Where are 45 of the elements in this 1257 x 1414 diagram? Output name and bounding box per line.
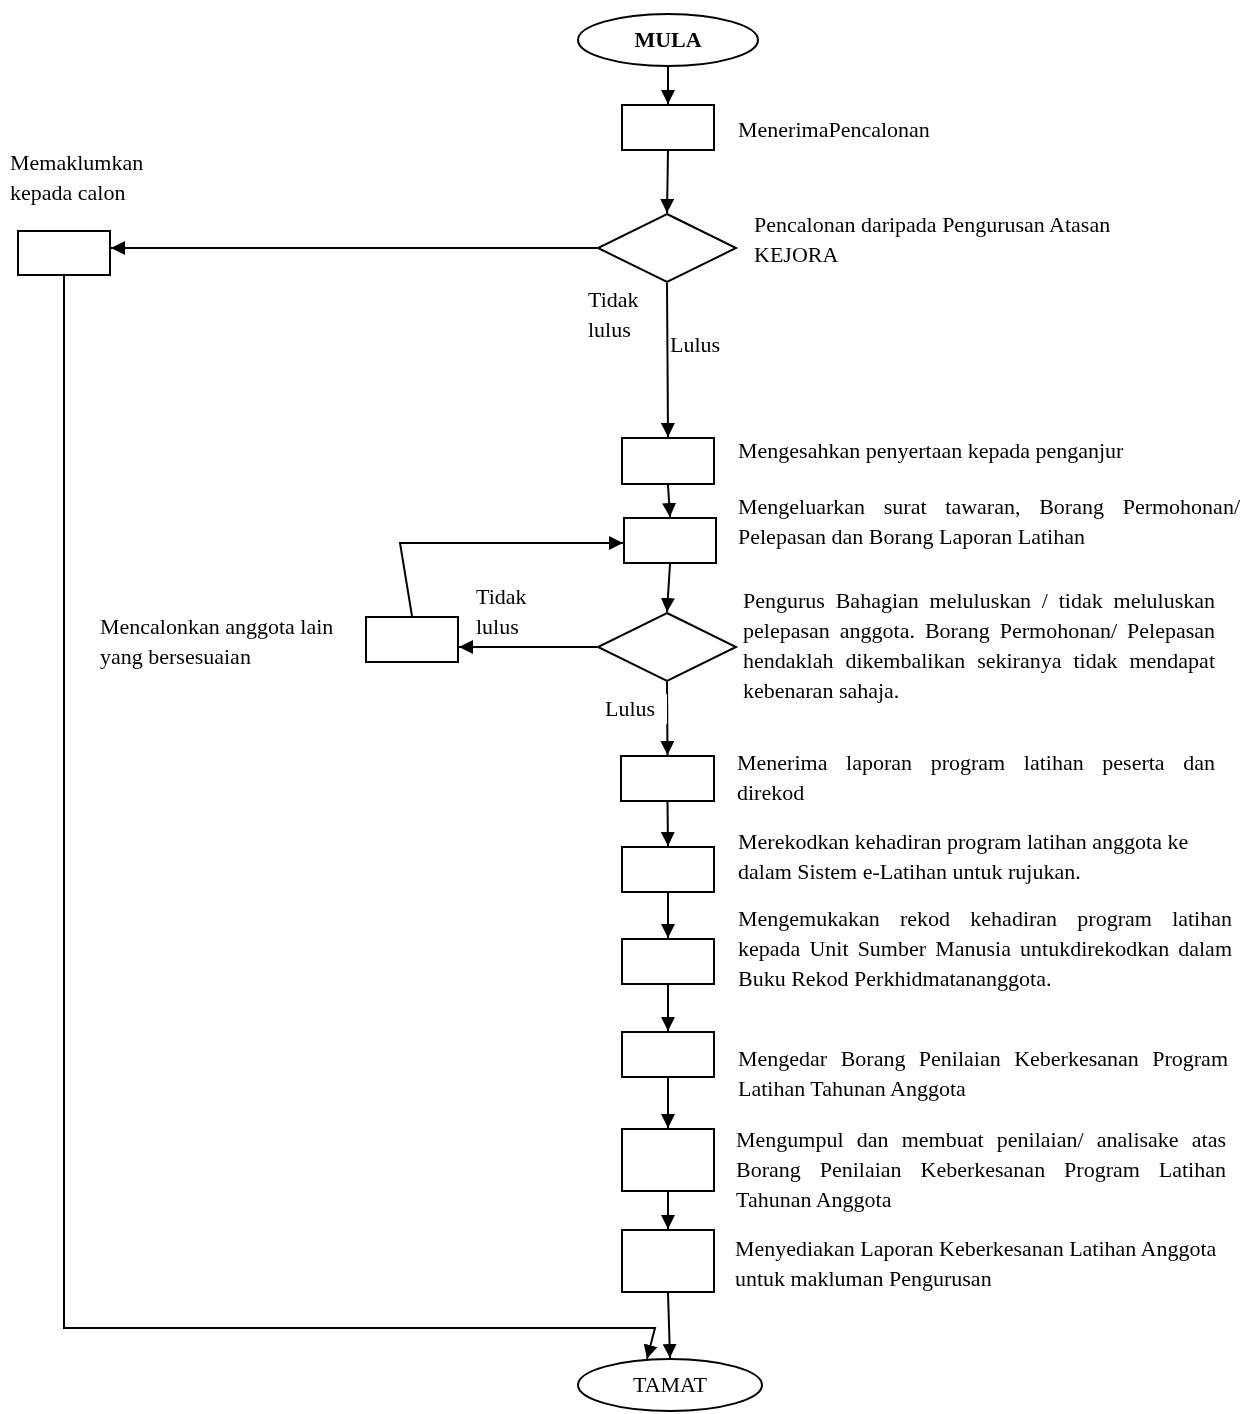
- arrow: [661, 984, 675, 1032]
- step-description: Mengumpul dan membuat penilaian/ analisake atas Borang Penilaian Keberkesanan Program Latihan Tahunan Anggota: [736, 1126, 1226, 1214]
- arrow: [662, 1292, 677, 1359]
- process-box: [365, 616, 459, 663]
- step-description: Menyediakan Laporan Keberkesanan Latihan Anggota untuk makluman Pengurusan: [735, 1235, 1218, 1293]
- process-box: [621, 1031, 715, 1078]
- step-description: Mengeluarkan surat tawaran, Borang Permohonan/ Pelepasan dan Borang Laporan Latihan: [738, 493, 1240, 551]
- process-box: [621, 104, 715, 151]
- decision-diamond: [597, 213, 737, 283]
- arrow: [661, 1077, 675, 1129]
- step-description: Pengurus Bahagian meluluskan / tidak meluluskan pelepasan anggota. Borang Permohonan/ Pelepasan hendaklah dikembalikan sekiranya tidak mendapat kebenaran sahaja.: [743, 587, 1215, 705]
- process-box: [621, 938, 715, 985]
- arrow: [661, 892, 675, 939]
- process-box: [621, 1229, 715, 1293]
- arrow: [660, 563, 675, 613]
- arrow: [660, 282, 675, 438]
- arrow: [662, 484, 677, 518]
- decision-diamond: [597, 612, 737, 682]
- terminal-ellipse: TAMAT: [577, 1358, 763, 1412]
- step-description: Merekodkan kehadiran program latihan anggota ke dalam Sistem e-Latihan untuk rujukan.: [738, 828, 1190, 886]
- arrow: [458, 640, 598, 654]
- arrow: [660, 150, 675, 214]
- step-description: Mengesahkan penyertaan kepada penganjur: [738, 437, 1125, 465]
- arrow: [661, 66, 675, 105]
- arrow: [63, 275, 658, 1360]
- arrow: [660, 801, 675, 847]
- step-description: MenerimaPencalonan: [738, 116, 931, 144]
- step-description: Memaklumkan kepada calon: [10, 149, 145, 207]
- step-description: Mengemukakan rekod kehadiran program latihan kepada Unit Sumber Manusia untukdirekodkan dalam Buku Rekod Perkhidmatananggota.: [738, 905, 1232, 993]
- process-box: [620, 755, 715, 802]
- step-description: Mencalonkan anggota lain yang bersesuaian: [100, 613, 335, 671]
- edge-label: Lulus: [605, 694, 667, 724]
- process-box: [621, 1128, 715, 1192]
- step-description: Mengedar Borang Penilaian Keberkesanan Program Latihan Tahunan Anggota: [738, 1045, 1228, 1103]
- terminal-ellipse: MULA: [577, 13, 759, 67]
- process-box: [623, 517, 717, 564]
- process-box: [621, 846, 715, 893]
- step-description: Menerima laporan program latihan peserta dan direkod: [737, 749, 1215, 807]
- process-box: [621, 437, 715, 485]
- arrow: [660, 681, 675, 756]
- process-box: [17, 230, 111, 276]
- arrow: [398, 536, 624, 617]
- arrow: [110, 241, 598, 255]
- arrow: [661, 1191, 675, 1230]
- step-description: Pencalonan daripada Pengurusan Atasan KEJORA: [754, 211, 1112, 269]
